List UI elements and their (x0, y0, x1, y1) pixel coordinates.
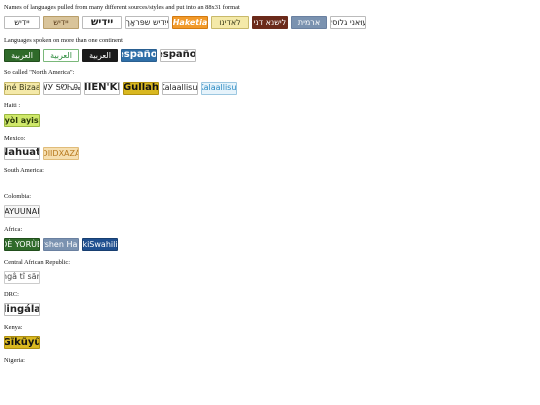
button-row-kenya: Gĩkũyũ (4, 335, 536, 351)
badge-yoruba[interactable]: ÈDÈ YORÙBÁ (4, 238, 40, 251)
button-row-mexico: Nahuatl DIIDXAZÁ (4, 145, 536, 161)
badge-diidxaza[interactable]: DIIDXAZÁ (43, 146, 79, 160)
badge-cherokee[interactable]: ᏣᎳᎩ ᎦᏬᏂᎯᏍᏗ (43, 81, 81, 95)
heading-haiti: Haiti : (4, 102, 21, 110)
badge-haketia[interactable]: Haketia (172, 16, 208, 30)
badge-yiddish-2[interactable]: יידיש (43, 16, 79, 30)
button-row-top: יידיש יידיש יידיש ייִדיש שפּראַך Haketia… (4, 15, 536, 31)
badge-aramaic[interactable]: ארמית (291, 16, 327, 30)
badge-lishana-deni[interactable]: לישנא דני (252, 16, 288, 30)
heading-south-america: South America: (4, 167, 44, 175)
heading-kenya: Kenya: (4, 323, 23, 331)
badge-gikuyu[interactable]: Gĩkũyũ (4, 336, 40, 350)
badge-sango[interactable]: yângâ tî sängö (4, 270, 40, 284)
badge-espanol-1[interactable]: español (121, 48, 157, 62)
badge-kalaallisut-1[interactable]: Kalaallisut (162, 81, 198, 95)
heading-colombia: Colombia: (4, 193, 31, 201)
badge-wayuunaiki[interactable]: WAYUUNAIKI (4, 205, 40, 219)
badge-arabic-3[interactable]: العربية (82, 48, 118, 62)
badge-kiswahili[interactable]: kiSwahili (82, 238, 118, 251)
button-row-multi: العربية العربية العربية español español (4, 47, 536, 63)
badge-hausa[interactable]: Harshen Hausa (43, 238, 79, 251)
heading-multi-continent: Languages spoken on more than one contin… (4, 36, 123, 44)
badge-kalaallisut-2[interactable]: Kalaallisut (201, 81, 237, 95)
badge-arabic-2[interactable]: العربية (43, 48, 79, 62)
intro-text: Names of languages pulled from many diff… (4, 4, 240, 11)
badge-nahuatl[interactable]: Nahuatl (4, 146, 40, 160)
heading-car: Central African Republic: (4, 258, 71, 266)
heading-africa: Africa: (4, 225, 23, 233)
badge-dine-bizaad[interactable]: Diné Bizaad (4, 81, 40, 95)
button-row-africa: ÈDÈ YORÙBÁ Harshen Hausa kiSwahili (4, 237, 536, 253)
heading-north-america: So called "North America": (4, 69, 75, 77)
page-content: Names of languages pulled from many diff… (4, 4, 536, 364)
badge-kreyol[interactable]: Kreyòl ayisyen (4, 114, 40, 128)
badge-yevanic[interactable]: יעוּאני גלוסא (330, 16, 366, 30)
badge-gullah[interactable]: Gullah (123, 81, 159, 95)
button-row-drc: lingála (4, 302, 536, 318)
badge-arabic-1[interactable]: العربية (4, 48, 40, 62)
spacer (4, 175, 536, 193)
button-row-car: yângâ tî sängö (4, 269, 536, 285)
heading-mexico: Mexico: (4, 134, 26, 142)
badge-kanienkeha[interactable]: KANIEN'KÉHA (84, 81, 120, 95)
badge-espanol-2[interactable]: español (160, 48, 196, 62)
heading-drc: DRC: (4, 291, 19, 299)
badge-yiddish-3[interactable]: יידיש (82, 16, 122, 30)
badge-yiddish-1[interactable]: יידיש (4, 16, 40, 30)
badge-ladino[interactable]: לאדינו (211, 16, 249, 30)
button-row-haiti: Kreyòl ayisyen (4, 113, 536, 129)
button-row-colombia: WAYUUNAIKI (4, 204, 536, 220)
heading-nigeria: Nigeria: (4, 356, 25, 364)
badge-yiddish-shprakh[interactable]: ייִדיש שפּראַך (125, 16, 169, 30)
badge-lingala[interactable]: lingála (4, 303, 40, 317)
button-row-north-america: Diné Bizaad ᏣᎳᎩ ᎦᏬᏂᎯᏍᏗ KANIEN'KÉHA Gulla… (4, 80, 536, 96)
